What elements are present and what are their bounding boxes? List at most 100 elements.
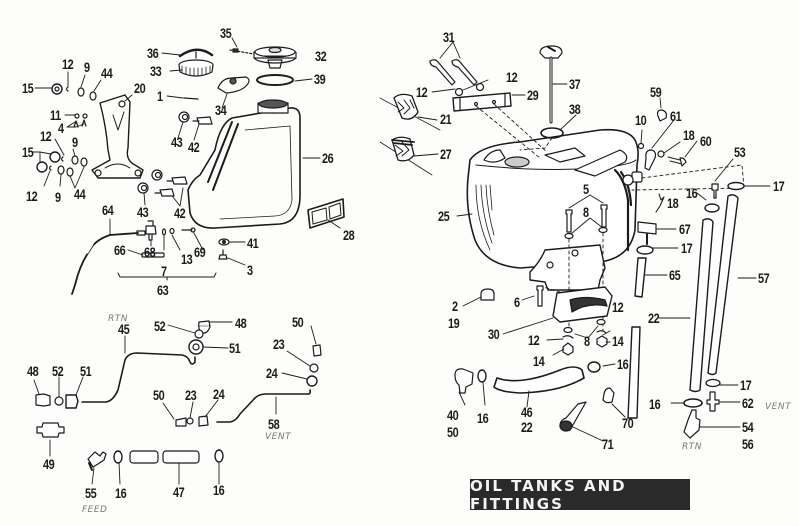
callout-12: 12 bbox=[26, 188, 38, 204]
callout-12: 12 bbox=[612, 299, 624, 315]
callout-50: 50 bbox=[153, 387, 165, 403]
note-rtn-upper: RTN bbox=[108, 314, 128, 324]
callout-67: 67 bbox=[679, 221, 691, 237]
emblem-28 bbox=[307, 198, 345, 229]
leader-lines bbox=[32, 37, 771, 485]
note-rtn-lower: RTN bbox=[682, 442, 702, 452]
callout-55: 55 bbox=[85, 485, 97, 501]
callout-10: 10 bbox=[635, 112, 647, 128]
callout-4: 4 bbox=[58, 120, 64, 136]
callout-17: 17 bbox=[681, 240, 693, 256]
callout-19: 19 bbox=[448, 315, 460, 331]
callout-24: 24 bbox=[266, 365, 278, 381]
callout-52: 52 bbox=[154, 318, 166, 334]
callout-22: 22 bbox=[648, 310, 660, 326]
callout-57: 57 bbox=[758, 270, 770, 286]
callout-11: 11 bbox=[50, 107, 61, 123]
callout-12: 12 bbox=[62, 56, 74, 72]
diagram-title: OIL TANKS AND FITTINGS bbox=[470, 476, 627, 513]
callout-5: 5 bbox=[583, 181, 589, 197]
callout-15: 15 bbox=[22, 80, 34, 96]
callout-52: 52 bbox=[52, 363, 64, 379]
callout-28: 28 bbox=[343, 227, 355, 243]
callout-53: 53 bbox=[734, 144, 746, 160]
callout-59: 59 bbox=[650, 84, 662, 100]
diagram-title-banner: OIL TANKS AND FITTINGS bbox=[470, 476, 690, 513]
callout-9: 9 bbox=[84, 59, 90, 75]
callout-7: 7 bbox=[161, 263, 167, 279]
callout-22: 22 bbox=[521, 419, 533, 435]
callout-16: 16 bbox=[477, 410, 489, 426]
note-vent-62: VENT bbox=[765, 402, 792, 412]
callout-23: 23 bbox=[185, 387, 197, 403]
callout-18: 18 bbox=[683, 127, 695, 143]
callout-68: 68 bbox=[144, 244, 156, 260]
callout-12: 12 bbox=[40, 128, 52, 144]
callout-41: 41 bbox=[247, 235, 259, 251]
callout-61: 61 bbox=[670, 108, 682, 124]
callout-8: 8 bbox=[583, 204, 589, 220]
callout-27: 27 bbox=[440, 146, 452, 162]
callout-42: 42 bbox=[188, 139, 200, 155]
callout-9: 9 bbox=[55, 189, 61, 205]
callout-15: 15 bbox=[22, 144, 34, 160]
callout-17: 17 bbox=[740, 377, 752, 393]
callout-66: 66 bbox=[114, 242, 126, 258]
tank-mount-bolts bbox=[137, 111, 213, 197]
bracket-20 bbox=[91, 94, 144, 179]
callout-35: 35 bbox=[220, 25, 232, 41]
callout-47: 47 bbox=[173, 484, 185, 500]
callout-12: 12 bbox=[416, 84, 428, 100]
callout-62: 62 bbox=[742, 395, 754, 411]
callout-18: 18 bbox=[667, 195, 679, 211]
left-oil-tank bbox=[187, 99, 301, 229]
callout-12: 12 bbox=[506, 69, 518, 85]
callout-43: 43 bbox=[171, 134, 183, 150]
callout-24: 24 bbox=[213, 386, 225, 402]
callout-1: 1 bbox=[157, 88, 163, 104]
callout-44: 44 bbox=[74, 186, 86, 202]
callout-9: 9 bbox=[72, 134, 78, 150]
callout-38: 38 bbox=[569, 101, 581, 117]
callout-70: 70 bbox=[622, 415, 634, 431]
callout-58: 58 bbox=[268, 416, 280, 432]
callout-44: 44 bbox=[101, 65, 113, 81]
callout-6: 6 bbox=[514, 294, 520, 310]
callout-65: 65 bbox=[669, 267, 681, 283]
callout-42: 42 bbox=[174, 205, 186, 221]
callout-14: 14 bbox=[533, 353, 545, 369]
callout-16: 16 bbox=[649, 396, 661, 412]
callout-33: 33 bbox=[150, 63, 162, 79]
callout-12: 12 bbox=[528, 332, 540, 348]
callout-3: 3 bbox=[247, 262, 253, 278]
callout-56: 56 bbox=[742, 436, 754, 452]
callout-48: 48 bbox=[235, 315, 247, 331]
callout-50: 50 bbox=[447, 424, 459, 440]
callout-31: 31 bbox=[443, 29, 455, 45]
callout-16: 16 bbox=[686, 185, 698, 201]
callout-2: 2 bbox=[452, 298, 458, 314]
callout-40: 40 bbox=[447, 407, 459, 423]
callout-8: 8 bbox=[584, 333, 590, 349]
callout-64: 64 bbox=[102, 202, 114, 218]
callout-46: 46 bbox=[521, 404, 533, 420]
left-hardware bbox=[36, 83, 97, 177]
callout-21: 21 bbox=[440, 111, 452, 127]
heater-27 bbox=[379, 136, 433, 176]
callout-25: 25 bbox=[438, 208, 450, 224]
callout-13: 13 bbox=[181, 251, 193, 267]
callout-37: 37 bbox=[569, 76, 581, 92]
callout-60: 60 bbox=[700, 133, 712, 149]
callout-63: 63 bbox=[157, 282, 169, 298]
callout-23: 23 bbox=[273, 336, 285, 352]
callout-20: 20 bbox=[134, 80, 146, 96]
callout-50: 50 bbox=[292, 314, 304, 330]
callout-32: 32 bbox=[315, 48, 327, 64]
note-vent-58: VENT bbox=[265, 432, 292, 442]
callout-69: 69 bbox=[194, 244, 206, 260]
callout-39: 39 bbox=[314, 71, 326, 87]
callout-43: 43 bbox=[137, 204, 149, 220]
right-oil-tank bbox=[466, 128, 643, 269]
